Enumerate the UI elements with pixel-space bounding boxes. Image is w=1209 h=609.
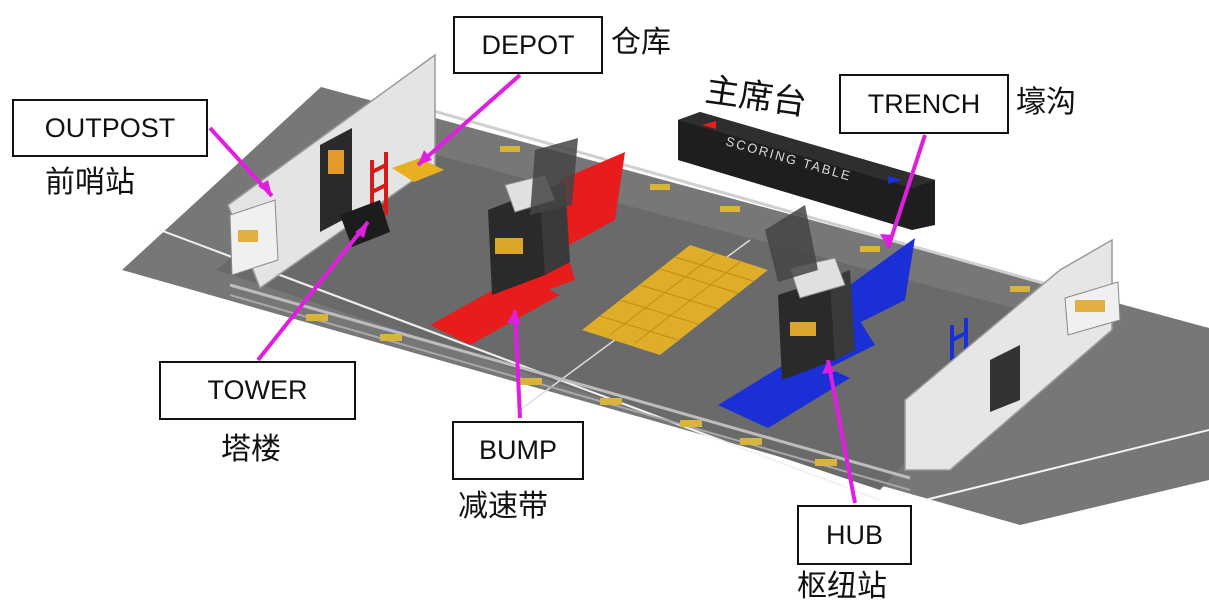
callout-lines [208, 73, 927, 504]
trench-label-zh: 壕沟 [1016, 85, 1076, 120]
hub-label: HUB [825, 519, 883, 550]
hub-label-box: HUB [797, 505, 912, 565]
right-driver-station [904, 238, 1121, 471]
blue-hub-assembly [718, 205, 915, 428]
depot-fuel [392, 158, 444, 182]
floor-markers [306, 146, 1030, 466]
tower-label: TOWER [207, 375, 308, 405]
hub-callout-line [826, 359, 857, 504]
scoring-table: SCORING TABLE [678, 112, 935, 230]
trench-label: TRENCH [867, 88, 981, 119]
trench-callout-line [886, 134, 927, 249]
outpost-label-box: OUTPOST [12, 99, 208, 157]
outpost-label: OUTPOST [44, 112, 176, 143]
trench-label-box: TRENCH [839, 74, 1009, 134]
callout-arrowheads [258, 150, 893, 374]
hub-label-zh: 枢纽站 [797, 569, 887, 604]
outpost-label-zh: 前哨站 [45, 165, 135, 200]
bump-callout-line [513, 309, 522, 419]
tower-label-zh: 塔楼 [221, 432, 281, 467]
depot-label: DEPOT [481, 29, 575, 60]
center-fuel-grid [599, 253, 754, 344]
center-fuel [582, 245, 768, 355]
depot-label-zh: 仓库 [611, 25, 671, 60]
bump-label-zh: 减速带 [458, 489, 548, 524]
depot-label-box: DEPOT [453, 16, 603, 74]
bump-label: BUMP [478, 435, 557, 465]
tower-label-box: TOWER [159, 361, 356, 420]
outpost-structure [227, 53, 436, 290]
depot-callout-line [416, 73, 522, 167]
tower-callout-line [256, 220, 370, 362]
red-hub-assembly [430, 138, 625, 345]
bump-label-box: BUMP [452, 421, 584, 480]
